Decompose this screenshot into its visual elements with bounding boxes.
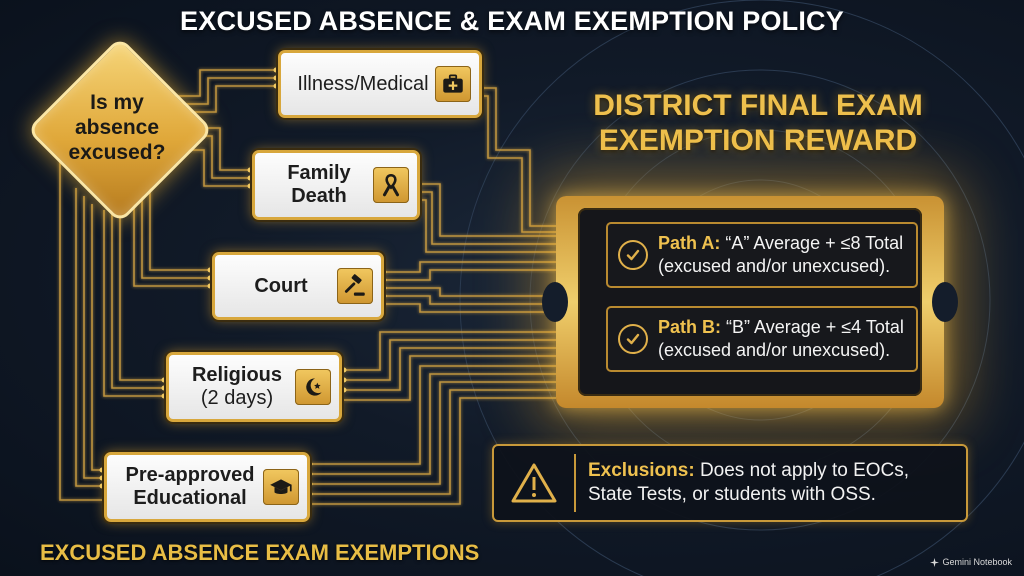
gavel-icon	[337, 268, 373, 304]
reason-card-illness: Illness/Medical	[278, 50, 482, 118]
reason-label-line: Death	[291, 185, 347, 207]
reason-card-family-death: Family Death	[252, 150, 420, 220]
path-line: “B” Average + ≤4 Total	[726, 317, 904, 337]
watermark: Gemini Notebook	[930, 557, 1012, 567]
path-a-text: Path A: “A” Average + ≤8 Total (excused …	[658, 232, 903, 278]
reason-label: Illness/Medical	[297, 72, 429, 95]
watermark-text: Gemini Notebook	[942, 557, 1012, 567]
exclusions-line: State Tests, or students with OSS.	[588, 484, 876, 505]
ticket-notch	[932, 282, 958, 322]
path-b-text: Path B: “B” Average + ≤4 Total (excused …	[658, 316, 904, 362]
reason-card-court: Court	[212, 252, 384, 320]
ticket-notch	[542, 282, 568, 322]
reward-title-line: DISTRICT FINAL EXAM	[593, 89, 923, 122]
reason-label-line: Educational	[133, 487, 247, 509]
reason-label: Court	[254, 274, 308, 297]
reason-label: Family Death	[265, 162, 373, 208]
path-a-box: Path A: “A” Average + ≤8 Total (excused …	[606, 222, 918, 288]
reason-sublabel: (2 days)	[200, 387, 274, 409]
path-key: Path A:	[658, 233, 721, 253]
path-line: (excused and/or unexcused).	[658, 340, 891, 360]
exclusions-text: Exclusions: Does not apply to EOCs, Stat…	[588, 459, 909, 507]
decision-line: excused?	[68, 141, 166, 164]
exclusions-divider	[574, 454, 576, 512]
reason-label: Pre-approved Educational	[117, 464, 263, 510]
reason-label-line: Religious	[191, 364, 282, 386]
check-circle-icon	[618, 240, 648, 270]
reason-label-line: Family	[287, 162, 351, 184]
exclusions-line: Does not apply to EOCs,	[699, 460, 910, 481]
page-title: EXCUSED ABSENCE & EXAM EXEMPTION POLICY	[180, 6, 844, 36]
crescent-star-icon	[295, 369, 331, 405]
reason-card-religious: Religious (2 days)	[166, 352, 342, 422]
check-circle-icon	[618, 324, 648, 354]
path-line: (excused and/or unexcused).	[658, 256, 891, 276]
decision-line: Is my	[90, 91, 144, 114]
reward-title-line: EXEMPTION REWARD	[598, 124, 918, 157]
graduation-cap-icon	[263, 469, 299, 505]
sparkle-icon	[930, 557, 940, 567]
warning-triangle-icon	[494, 453, 574, 513]
first-aid-kit-icon	[435, 66, 471, 102]
footer-title: EXCUSED ABSENCE EXAM EXEMPTIONS	[40, 540, 480, 565]
exclusions-key: Exclusions:	[588, 460, 695, 481]
path-line: “A” Average + ≤8 Total	[725, 233, 904, 253]
ribbon-icon	[373, 167, 409, 203]
path-b-box: Path B: “B” Average + ≤4 Total (excused …	[606, 306, 918, 372]
reward-title: DISTRICT FINAL EXAM EXEMPTION REWARD	[568, 88, 948, 158]
path-key: Path B:	[658, 317, 721, 337]
reason-label: Religious (2 days)	[179, 364, 295, 410]
reason-card-pre-approved-educational: Pre-approved Educational	[104, 452, 310, 522]
reason-label-line: Pre-approved	[125, 464, 255, 486]
decision-question: Is my absence excused?	[36, 90, 198, 165]
exclusions-box: Exclusions: Does not apply to EOCs, Stat…	[492, 444, 968, 522]
decision-line: absence	[74, 116, 160, 139]
